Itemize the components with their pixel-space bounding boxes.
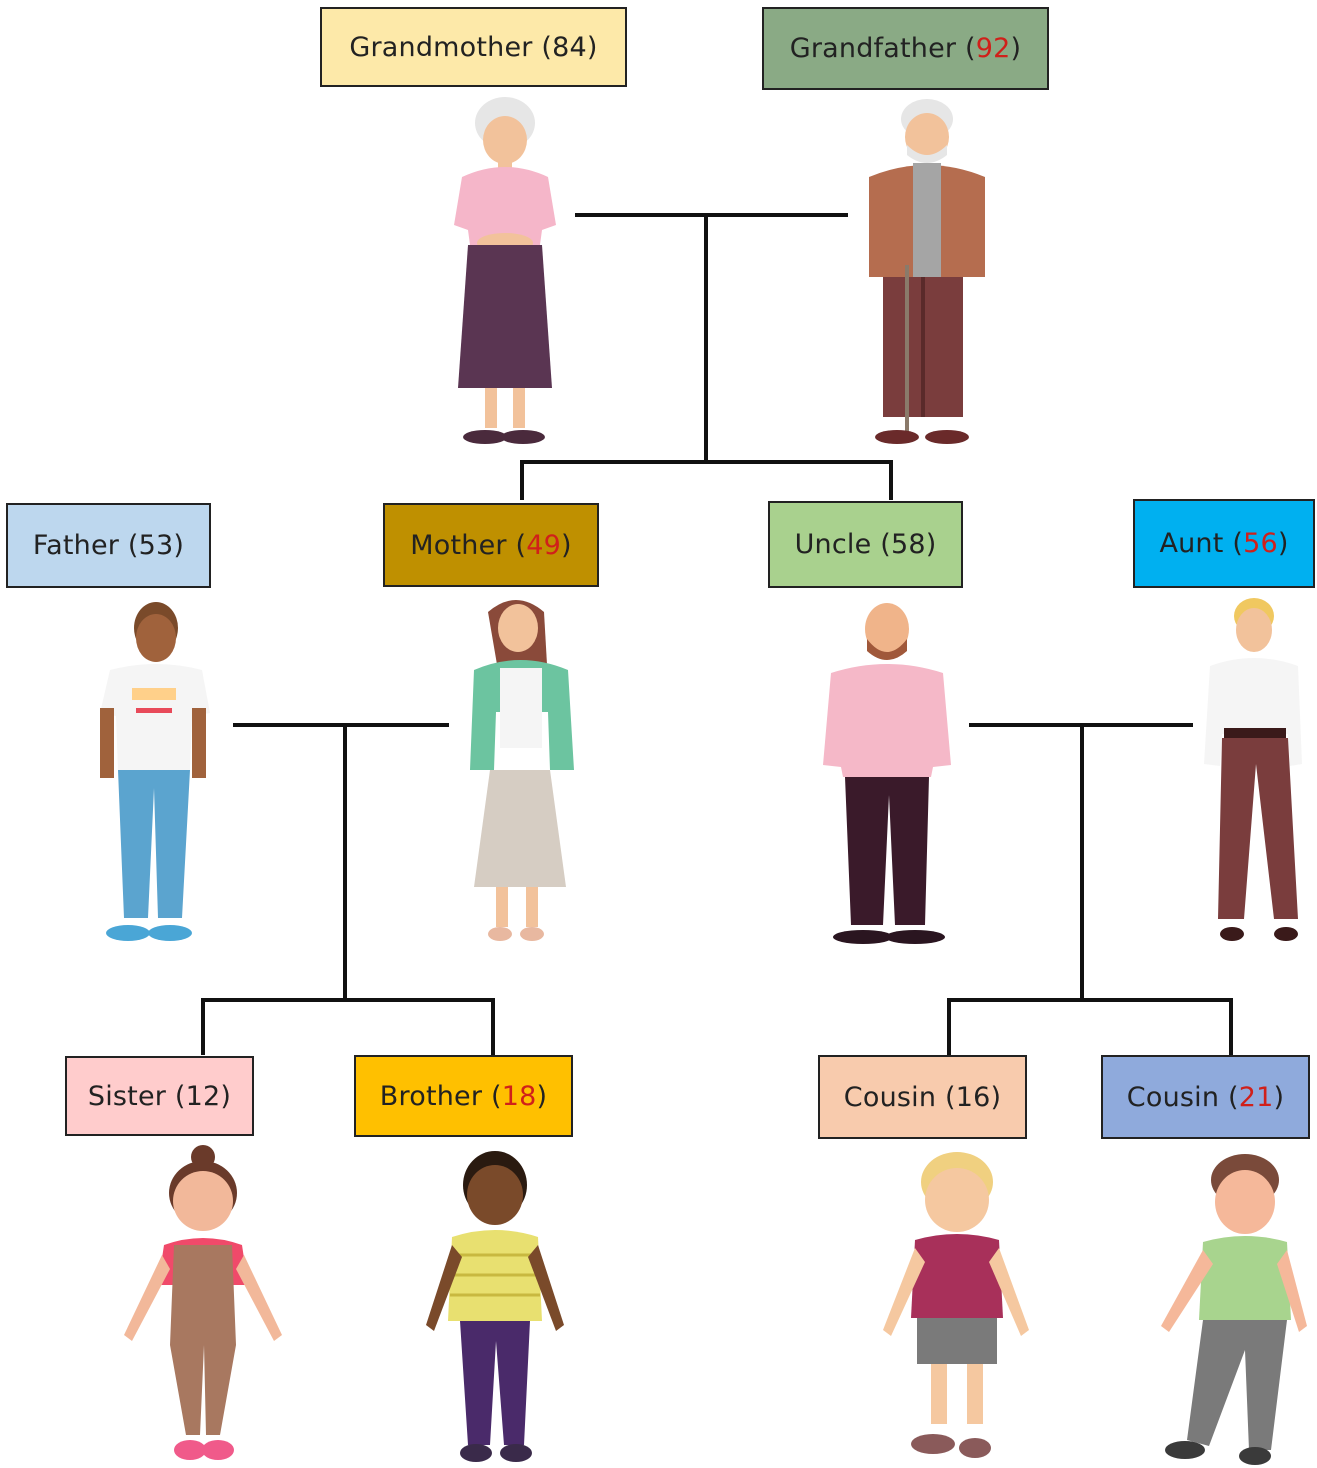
brother-label: Brother (18) [354,1055,573,1137]
sister-figure [124,1145,282,1460]
cousin-1-figure [883,1152,1029,1458]
father-figure [100,602,210,941]
grandfather-figure [869,99,985,444]
uncle-figure [823,603,951,944]
sister-name: Sister [87,1080,167,1112]
grandmother-figure [454,97,556,444]
uncle-aunt-children-bracket [947,998,1233,1055]
uncle-age: 58 [890,529,926,560]
grandfather-name: Grandfather [789,33,957,64]
uncle-label: Uncle (58) [768,501,963,588]
mother-name: Mother [410,529,507,561]
brother-figure [426,1151,564,1462]
father-age: 53 [138,530,174,561]
grandmother-age: 84 [552,31,587,63]
mother-age: 49 [526,529,561,561]
brother-name: Brother [379,1080,483,1112]
cousin-2-name: Cousin [1126,1081,1220,1113]
grandfather-age: 92 [975,33,1011,64]
mother-figure [470,600,574,941]
uncle-name: Uncle [794,529,872,560]
grandparents-children-bracket [520,460,893,500]
cousin-1-label: Cousin (16) [818,1055,1027,1139]
cousin-1-name: Cousin [843,1081,937,1113]
cousin-2-age: 21 [1238,1081,1274,1113]
cousin-1-age: 16 [955,1081,991,1113]
grandfather-label: Grandfather (92) [762,7,1049,90]
parents-children-bracket [201,998,495,1055]
cousin-2-label: Cousin (21) [1101,1055,1310,1139]
father-label: Father (53) [6,503,211,588]
mother-label: Mother (49) [383,503,599,587]
aunt-label: Aunt (56) [1133,499,1315,588]
aunt-age: 56 [1243,528,1278,559]
cousin-2-figure [1161,1154,1307,1465]
father-name: Father [32,530,120,561]
grandmother-name: Grandmother [349,31,533,63]
grandmother-label: Grandmother (84) [320,7,627,87]
sister-label: Sister (12) [65,1056,254,1136]
aunt-name: Aunt [1159,528,1224,559]
aunt-figure [1204,598,1302,941]
brother-age: 18 [501,1080,537,1112]
sister-age: 12 [185,1080,221,1112]
